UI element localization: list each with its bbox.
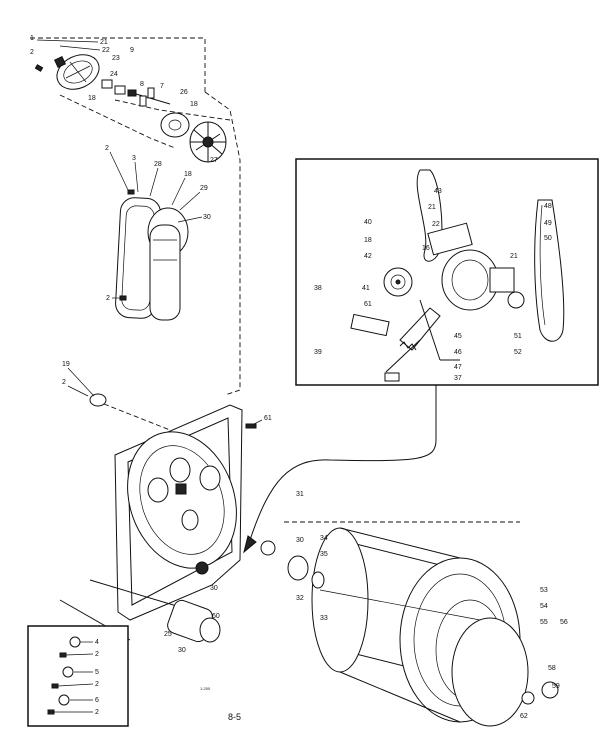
svg-text:61: 61 bbox=[264, 415, 272, 422]
impeller bbox=[189, 121, 227, 163]
svg-text:9: 9 bbox=[130, 47, 134, 54]
small-mark: 1-200 bbox=[200, 686, 211, 691]
svg-text:52: 52 bbox=[514, 349, 522, 356]
svg-text:49: 49 bbox=[544, 220, 552, 227]
svg-text:30: 30 bbox=[210, 585, 218, 592]
svg-text:35: 35 bbox=[320, 551, 328, 558]
svg-text:54: 54 bbox=[540, 603, 548, 610]
svg-text:33: 33 bbox=[320, 615, 328, 622]
svg-text:7: 7 bbox=[160, 83, 164, 90]
svg-text:62: 62 bbox=[520, 713, 528, 720]
svg-text:30: 30 bbox=[203, 214, 211, 221]
svg-text:55: 55 bbox=[540, 619, 548, 626]
svg-text:21: 21 bbox=[428, 204, 436, 211]
svg-text:18: 18 bbox=[364, 237, 372, 244]
svg-text:2: 2 bbox=[95, 681, 99, 688]
svg-text:2: 2 bbox=[62, 379, 66, 386]
svg-text:59: 59 bbox=[552, 683, 560, 690]
svg-text:18: 18 bbox=[88, 95, 96, 102]
motor-detail-box: 43 21 22 48 49 50 40 18 42 16 21 38 41 6… bbox=[295, 158, 599, 386]
svg-text:56: 56 bbox=[560, 619, 568, 626]
svg-text:27: 27 bbox=[210, 157, 218, 164]
svg-text:2: 2 bbox=[105, 145, 109, 152]
svg-text:5: 5 bbox=[95, 669, 99, 676]
top-assembly: 1 21 22 2 23 9 24 18 8 7 26 18 27 bbox=[30, 35, 241, 396]
svg-text:34: 34 bbox=[320, 535, 328, 542]
svg-text:43: 43 bbox=[434, 188, 442, 195]
blower-wheel bbox=[54, 54, 100, 90]
svg-text:25: 25 bbox=[164, 631, 172, 638]
svg-text:28: 28 bbox=[154, 161, 162, 168]
svg-text:32: 32 bbox=[296, 595, 304, 602]
svg-text:30: 30 bbox=[296, 537, 304, 544]
pulley bbox=[383, 267, 413, 297]
svg-text:19: 19 bbox=[62, 361, 70, 368]
clip-19 bbox=[89, 393, 107, 407]
drum-assembly: 31 30 34 35 32 33 53 54 55 56 58 59 62 bbox=[260, 491, 568, 727]
svg-text:29: 29 bbox=[200, 185, 208, 192]
svg-text:42: 42 bbox=[364, 253, 372, 260]
svg-text:37: 37 bbox=[454, 375, 462, 382]
svg-text:1: 1 bbox=[30, 35, 34, 42]
svg-text:38: 38 bbox=[314, 285, 322, 292]
shaft-parts bbox=[101, 79, 171, 107]
small-parts-box: 4 2 5 2 6 2 bbox=[27, 625, 129, 727]
svg-text:46: 46 bbox=[454, 349, 462, 356]
svg-text:31: 31 bbox=[296, 491, 304, 498]
svg-text:48: 48 bbox=[544, 203, 552, 210]
motor bbox=[427, 222, 525, 311]
svg-text:40: 40 bbox=[364, 219, 372, 226]
svg-text:2: 2 bbox=[95, 651, 99, 658]
idler-assembly: 2 3 28 18 29 30 2 bbox=[105, 145, 211, 321]
svg-text:2: 2 bbox=[30, 49, 34, 56]
svg-text:4: 4 bbox=[95, 639, 99, 646]
svg-text:58: 58 bbox=[548, 665, 556, 672]
svg-text:45: 45 bbox=[454, 333, 462, 340]
svg-text:41: 41 bbox=[362, 285, 370, 292]
svg-text:22: 22 bbox=[102, 47, 110, 54]
svg-text:2: 2 bbox=[106, 295, 110, 302]
svg-text:21: 21 bbox=[510, 253, 518, 260]
idler-arm bbox=[350, 307, 441, 373]
svg-text:18: 18 bbox=[184, 171, 192, 178]
svg-text:53: 53 bbox=[540, 587, 548, 594]
roller-parts: 30 60 25 30 bbox=[59, 561, 221, 654]
svg-text:60: 60 bbox=[212, 613, 220, 620]
svg-text:8: 8 bbox=[140, 81, 144, 88]
arrow-line bbox=[249, 385, 437, 541]
svg-text:50: 50 bbox=[544, 235, 552, 242]
svg-text:22: 22 bbox=[432, 221, 440, 228]
arrow-head bbox=[243, 535, 257, 554]
svg-text:39: 39 bbox=[314, 349, 322, 356]
svg-text:18: 18 bbox=[190, 101, 198, 108]
rear-panel: 19 2 61 bbox=[62, 361, 272, 621]
svg-text:16: 16 bbox=[422, 245, 430, 252]
svg-text:26: 26 bbox=[180, 89, 188, 96]
svg-text:51: 51 bbox=[514, 333, 522, 340]
svg-text:21: 21 bbox=[100, 39, 108, 46]
svg-text:23: 23 bbox=[112, 55, 120, 62]
svg-text:61: 61 bbox=[364, 301, 372, 308]
page-label: 8-5 bbox=[228, 712, 241, 722]
svg-text:6: 6 bbox=[95, 697, 99, 704]
svg-text:47: 47 bbox=[454, 364, 462, 371]
svg-text:30: 30 bbox=[178, 647, 186, 654]
fan-disc bbox=[160, 112, 190, 138]
svg-text:3: 3 bbox=[132, 155, 136, 162]
svg-text:2: 2 bbox=[95, 709, 99, 716]
svg-text:24: 24 bbox=[110, 71, 118, 78]
